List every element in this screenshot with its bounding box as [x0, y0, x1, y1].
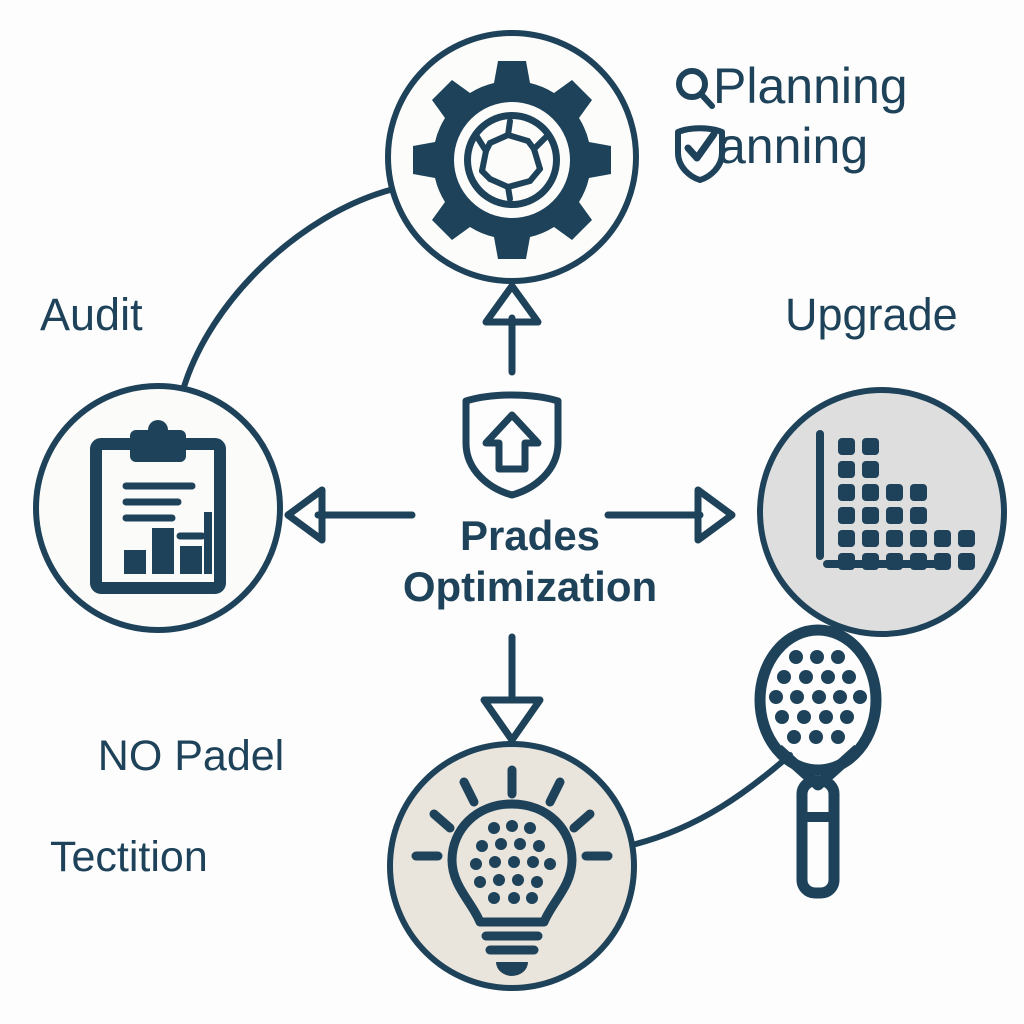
- arrow-right-to-upgrade: [604, 486, 736, 544]
- node-audit[interactable]: [33, 383, 283, 633]
- dot-matrix-chart-icon: [816, 430, 975, 570]
- connector-audit-planning: [180, 187, 393, 393]
- arrow-up-to-planning: [482, 282, 542, 376]
- corner-label-line-2: Tectition: [50, 833, 208, 882]
- node-label-upgrade: Upgrade: [785, 289, 958, 340]
- node-idea[interactable]: [387, 741, 637, 991]
- padel-racket-icon: [754, 624, 882, 899]
- clipboard-chart-icon: [90, 420, 226, 594]
- node-planning[interactable]: [385, 30, 639, 284]
- node-upgrade-circle[interactable]: [757, 387, 1007, 637]
- diagram-center-title: Prades Optimization: [402, 512, 658, 611]
- lightbulb-icon: [411, 765, 613, 976]
- node-upgrade[interactable]: [757, 387, 1007, 637]
- connector-idea-racket: [629, 752, 793, 848]
- shield-check-icon: [675, 125, 725, 183]
- side-label-planning-secondary: anning: [718, 118, 869, 174]
- node-label-audit: Audit: [40, 289, 143, 340]
- corner-label-no-padel-tectition: NO Padel Tectition: [50, 680, 284, 984]
- corner-label-line-1: NO Padel: [97, 731, 285, 780]
- arrow-down-to-idea: [480, 633, 544, 744]
- magnifier-icon: [676, 68, 715, 109]
- shield-arrow-up-icon: [462, 391, 562, 499]
- side-label-planning-primary: Planning: [713, 58, 908, 114]
- arrow-left-to-audit: [284, 486, 416, 544]
- gear-icon: [413, 61, 611, 259]
